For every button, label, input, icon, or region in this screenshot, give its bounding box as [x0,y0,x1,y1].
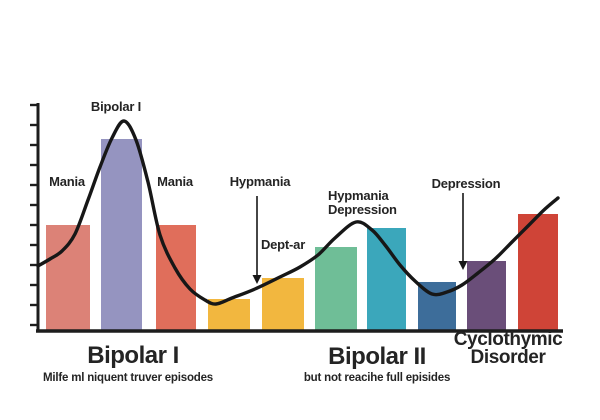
mood-curve [36,119,560,306]
hypmania-label: Hypmania [229,174,291,189]
bar-low-episode-2 [262,278,304,331]
bipolar1-section-title: Bipolar I [87,342,179,369]
depression-arrow-head-icon [458,261,468,270]
bar-hypomania-2 [367,228,406,331]
mania-label-left: Mania [49,174,85,189]
bipolar1-section-caption: Milfe ml niquent truver episodes [43,372,213,384]
bar-hypomania-1 [315,247,357,331]
bar-manic-peak [101,139,142,331]
hypmania-depression-label: Hypmania Depression [328,189,397,216]
bar-mania-episode-left [46,225,90,331]
hypmania-depression-line2: Depression [328,201,397,217]
mania-label-right: Mania [157,174,193,189]
bar-mid-episode [467,261,506,331]
cyclothymic-section-title: Cyclothymic Disorder [453,329,563,368]
depression-label: Depression [431,176,501,191]
cyclothymic-title-line2: Disorder [470,347,546,368]
bipolar2-section-caption: but not reacihe full episides [303,372,451,384]
peak-title-bipolar1: Bipolar I [90,99,142,114]
bipolar2-section-title: Bipolar II [328,343,426,370]
cyclothymic-title-line1: Cyclothymic [453,329,563,350]
hypmania-depression-line1: Hypmania [328,188,389,203]
hypmania-arrow-head-icon [252,275,262,284]
dept-ar-label: Dept-ar [260,237,306,252]
bar-high-episode [518,214,558,331]
